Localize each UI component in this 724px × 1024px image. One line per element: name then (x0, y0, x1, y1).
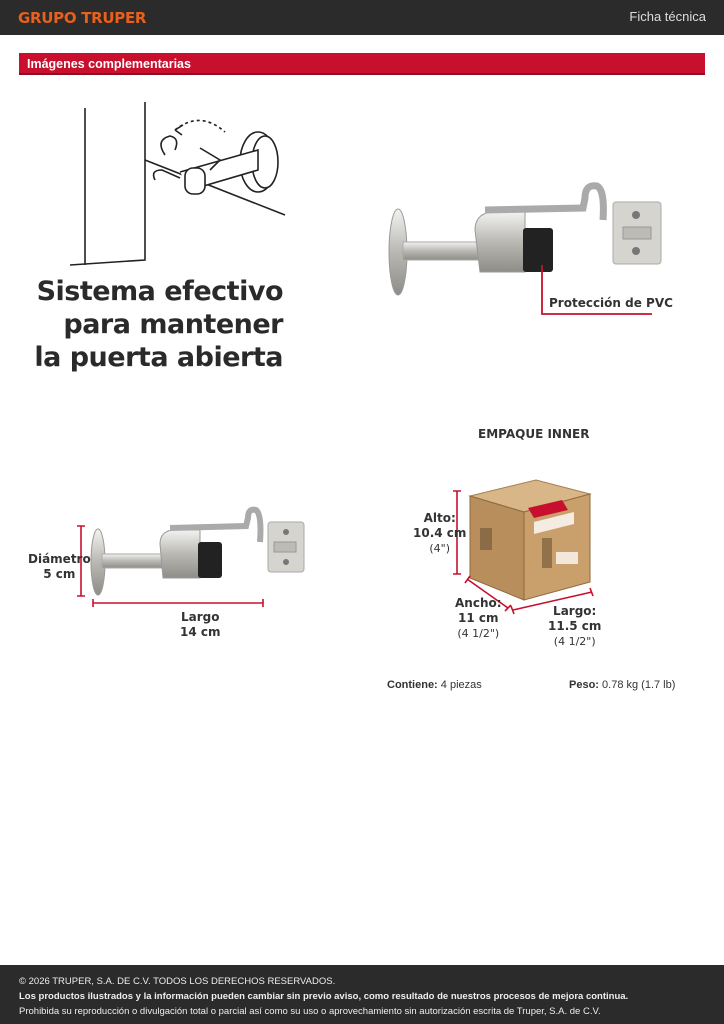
package-height-label-text: Alto: (423, 511, 456, 525)
package-width-value: 11 cm (458, 611, 499, 625)
package-length-line (510, 587, 594, 615)
package-height-imperial: (4") (429, 542, 451, 555)
package-width-label: Ancho: 11 cm (4 1/2") (455, 596, 502, 641)
package-length-label: Largo: 11.5 cm (4 1/2") (548, 604, 601, 649)
diameter-label: Diámetro 5 cm (28, 552, 91, 582)
package-length-label-text: Largo: (553, 604, 597, 618)
package-height-line (453, 490, 461, 575)
contents-value: 4 piezas (440, 679, 482, 691)
package-box-image (468, 479, 592, 601)
package-length-value: 11.5 cm (548, 619, 602, 633)
package-width-line (464, 575, 512, 612)
contents-label: Contiene: (387, 679, 438, 691)
package-length-imperial: (4 1/2") (553, 635, 596, 648)
document-type: Ficha técnica (629, 9, 706, 24)
door-stop-product-image (388, 182, 662, 296)
length-value: 14 cm (180, 625, 221, 639)
diameter-label-text: Diámetro (28, 552, 91, 566)
diameter-dimension-line (77, 525, 85, 597)
headline-line-1: Sistema efectivo (36, 276, 284, 307)
pvc-callout-line (541, 265, 652, 315)
footer-notice: Los productos ilustrados y la informació… (19, 991, 629, 1002)
footer: © 2026 TRUPER, S.A. DE C.V. TODOS LOS DE… (0, 965, 724, 1024)
weight-label: Peso: (569, 679, 599, 691)
pvc-callout-label: Protección de PVC (549, 296, 673, 310)
package-width-label-text: Ancho: (455, 596, 502, 610)
brand-logo: GRUPO TRUPER (18, 9, 147, 27)
weight-value: 0.78 kg (1.7 lb) (602, 679, 676, 691)
diameter-value: 5 cm (43, 567, 76, 581)
headline-line-3: la puerta abierta (34, 342, 283, 373)
package-title: EMPAQUE INNER (478, 427, 590, 441)
section-title: Imágenes complementarias (27, 57, 191, 71)
package-width-imperial: (4 1/2") (457, 627, 500, 640)
top-bar: GRUPO TRUPER Ficha técnica (0, 0, 724, 35)
door-installation-illustration (69, 102, 286, 266)
length-dimension-line (92, 599, 264, 607)
length-label-text: Largo (181, 610, 220, 624)
door-stop-dimension-image (90, 506, 305, 596)
package-contents: Contiene: 4 piezas (387, 679, 482, 691)
footer-copyright: © 2026 TRUPER, S.A. DE C.V. TODOS LOS DE… (19, 976, 336, 987)
footer-legal: Prohibida su reproducción o divulgación … (19, 1006, 601, 1017)
length-label: Largo 14 cm (180, 610, 221, 640)
headline-line-2: para mantener (63, 309, 283, 340)
package-weight: Peso: 0.78 kg (1.7 lb) (569, 679, 675, 691)
section-header: Imágenes complementarias (19, 53, 705, 75)
headline: Sistema efectivo para mantener la puerta… (34, 275, 283, 374)
package-height-label: Alto: 10.4 cm (4") (413, 511, 466, 556)
package-height-value: 10.4 cm (413, 526, 467, 540)
